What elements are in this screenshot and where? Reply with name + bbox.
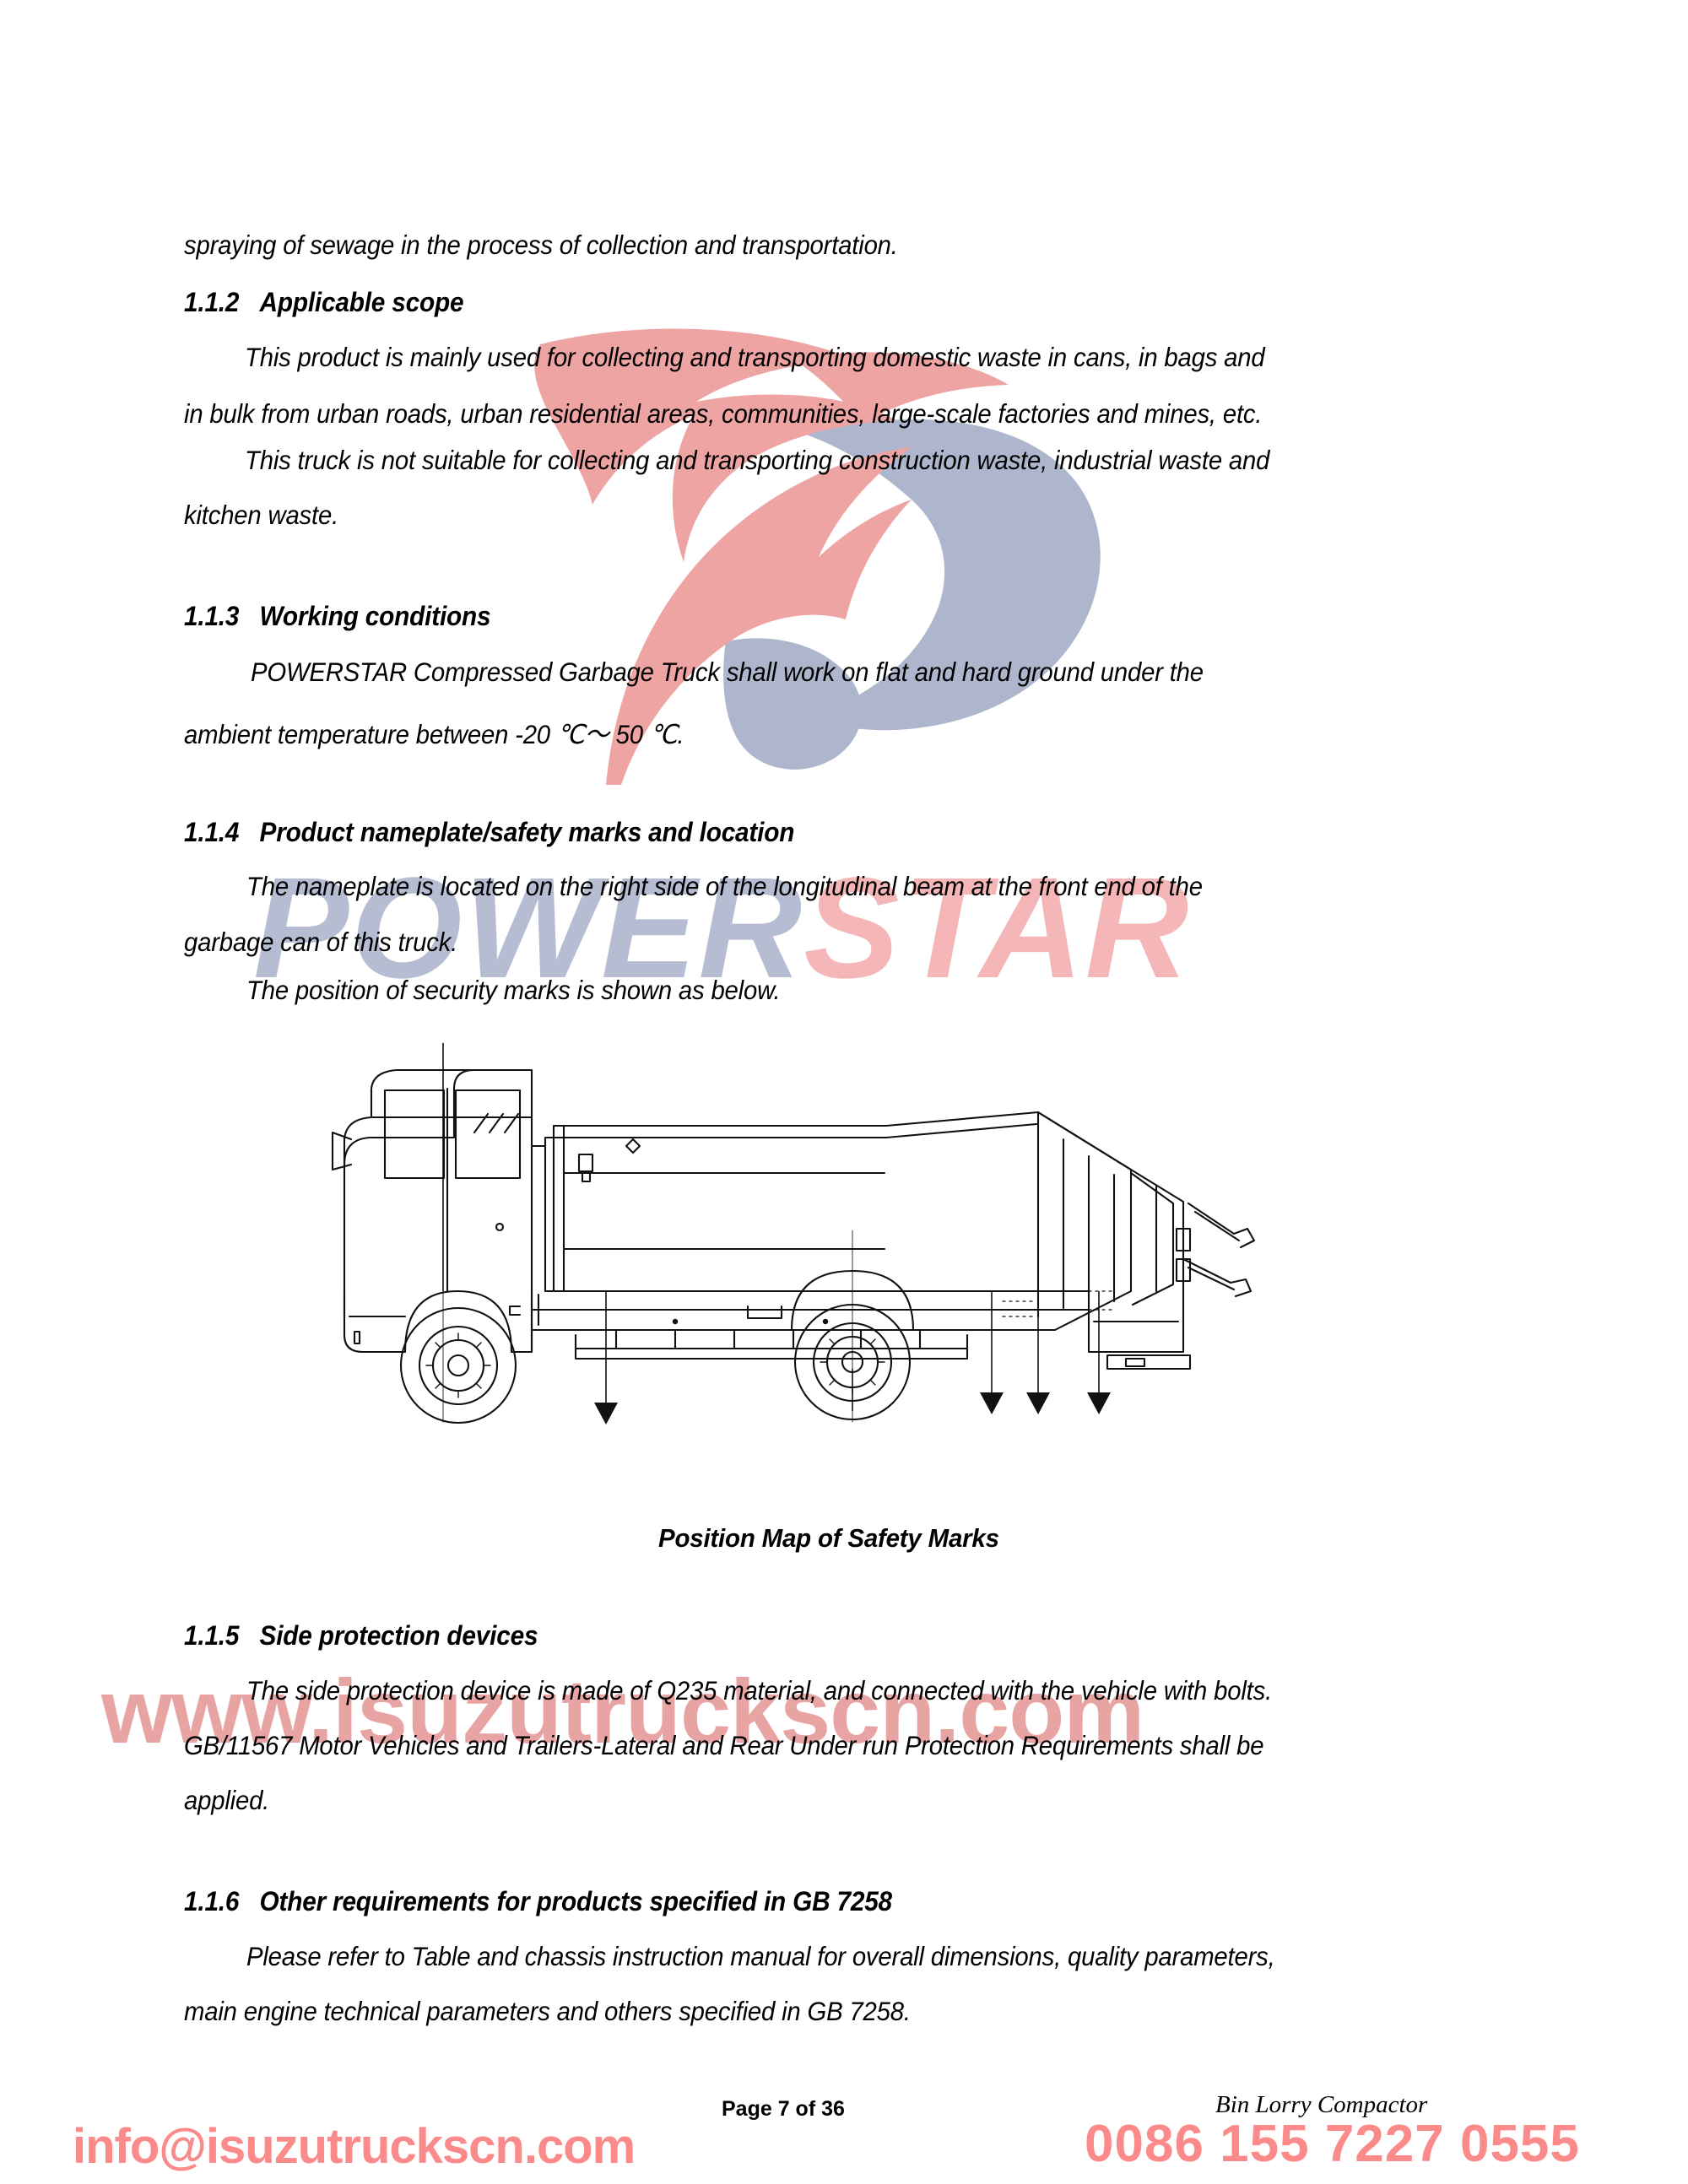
- section-heading-1-1-4: 1.1.4 Product nameplate/safety marks and…: [184, 817, 794, 848]
- section-number: 1.1.4: [184, 817, 240, 847]
- paragraph-line: The nameplate is located on the right si…: [246, 871, 1203, 901]
- section-title: Working conditions: [259, 601, 491, 631]
- paragraph-line: This truck is not suitable for collectin…: [245, 445, 1270, 475]
- section-heading-1-1-3: 1.1.3 Working conditions: [184, 601, 491, 632]
- paragraph-line: POWERSTAR Compressed Garbage Truck shall…: [251, 657, 1204, 687]
- section-heading-1-1-6: 1.1.6 Other requirements for products sp…: [184, 1886, 892, 1917]
- page-number-footer: Page 7 of 36: [722, 2097, 845, 2121]
- paragraph-line: Please refer to Table and chassis instru…: [246, 1941, 1275, 1971]
- section-number: 1.1.6: [184, 1886, 240, 1916]
- paragraph-line: The side protection device is made of Q2…: [246, 1675, 1273, 1706]
- section-heading-1-1-2: 1.1.2 Applicable scope: [184, 287, 464, 318]
- section-number: 1.1.3: [184, 601, 240, 631]
- paragraph-line: garbage can of this truck.: [184, 927, 458, 957]
- paragraph-line: This product is mainly used for collecti…: [245, 342, 1265, 372]
- paragraph-line: main engine technical parameters and oth…: [184, 1996, 911, 2026]
- product-name-footer: Bin Lorry Compactor: [1215, 2091, 1428, 2118]
- contact-email-footer[interactable]: info@isuzutruckscn.com: [73, 2119, 636, 2174]
- paragraph-line: The position of security marks is shown …: [246, 975, 781, 1005]
- paragraph-line: kitchen waste.: [184, 500, 339, 530]
- safety-mark-arrow: [594, 1392, 1111, 1424]
- contact-phone-footer[interactable]: 0086 155 7227 0555: [1085, 2115, 1580, 2173]
- paragraph-line: GB/11567 Motor Vehicles and Trailers-Lat…: [184, 1730, 1264, 1760]
- paragraph-line: ambient temperature between -20 ℃～ 50 ℃.: [184, 719, 684, 749]
- section-number: 1.1.2: [184, 287, 240, 317]
- continued-paragraph-line: spraying of sewage in the process of col…: [184, 230, 898, 260]
- section-title: Side protection devices: [259, 1620, 538, 1651]
- section-title: Product nameplate/safety marks and locat…: [259, 817, 795, 847]
- section-heading-1-1-5: 1.1.5 Side protection devices: [184, 1620, 538, 1652]
- section-number: 1.1.5: [184, 1620, 240, 1651]
- safety-marks-truck-diagram: [331, 1042, 1256, 1424]
- figure-caption: Position Map of Safety Marks: [658, 1523, 999, 1553]
- section-title: Applicable scope: [259, 287, 464, 317]
- paragraph-line: in bulk from urban roads, urban resident…: [184, 398, 1263, 429]
- section-title: Other requirements for products specifie…: [259, 1886, 893, 1916]
- paragraph-line: applied.: [184, 1785, 270, 1815]
